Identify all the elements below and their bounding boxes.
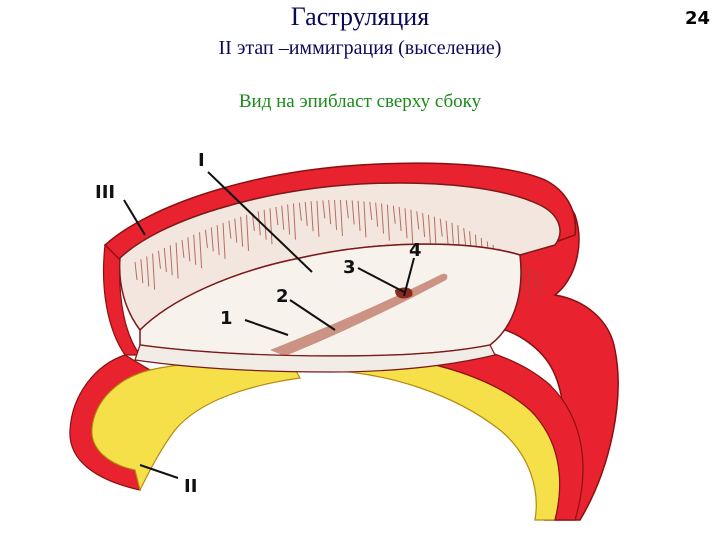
texture-stroke: [439, 218, 443, 237]
leader-3: [357, 267, 405, 293]
texture-stroke: [281, 205, 285, 230]
texture-stroke: [416, 211, 420, 230]
texture-stroke: [181, 239, 185, 258]
texture-stroke: [316, 200, 320, 237]
texture-stroke: [539, 273, 543, 299]
slide-subtitle: II этап –иммиграция (выселение): [218, 37, 502, 59]
texture-stroke: [328, 200, 332, 225]
texture-stroke: [345, 200, 349, 219]
texture-stroke: [334, 199, 338, 231]
texture-stroke: [157, 250, 161, 269]
texture-stroke: [210, 227, 214, 252]
texture-stroke: [216, 225, 220, 256]
outer-layer-right: [504, 194, 619, 521]
texture-stroke: [175, 242, 179, 279]
texture-stroke: [199, 232, 203, 269]
texture-stroke: [533, 270, 537, 289]
texture-stroke: [463, 228, 467, 247]
leader-lines: [123, 171, 415, 479]
leader-III: [123, 199, 146, 236]
texture-stroke: [351, 200, 355, 225]
texture-stroke: [257, 211, 261, 236]
texture-stroke: [263, 209, 267, 240]
texture-stroke: [339, 199, 343, 237]
texture-stroke: [386, 204, 390, 241]
leader-4: [403, 257, 415, 297]
texture-stroke: [275, 206, 279, 226]
texture-stroke: [193, 234, 197, 265]
texture-stroke: [310, 201, 314, 232]
texture-stroke: [287, 204, 291, 235]
leader-I: [207, 171, 313, 273]
label-III: III: [95, 182, 115, 203]
texture-stroke: [375, 202, 379, 227]
texture-stroke: [422, 212, 426, 238]
texture-stroke: [298, 202, 302, 221]
texture-stroke: [363, 201, 367, 238]
slide-title: Гаструляция: [290, 2, 430, 31]
texture-stroke: [445, 220, 449, 245]
front-cut-edge: [134, 344, 496, 373]
texture-stroke: [404, 208, 408, 239]
texture-stroke: [381, 203, 385, 234]
leader-II: [139, 464, 179, 479]
leader-1: [244, 319, 289, 336]
texture-stroke: [392, 205, 396, 224]
label-I: I: [198, 150, 205, 171]
texture-stroke: [146, 256, 150, 287]
texture-stroke: [527, 266, 531, 303]
texture-stroke: [222, 222, 226, 259]
label-1: 1: [220, 308, 233, 329]
texture-stroke: [204, 229, 208, 248]
label-2: 2: [276, 286, 289, 307]
label-3: 3: [343, 257, 356, 278]
texture-stroke: [140, 259, 144, 284]
leader-2: [289, 299, 336, 331]
label-II: II: [184, 476, 197, 497]
texture-stroke: [322, 200, 326, 219]
texture-stroke: [269, 208, 273, 245]
texture-stroke: [357, 200, 361, 231]
texture-stroke: [246, 214, 250, 251]
texture-stroke: [369, 201, 373, 220]
diagram-caption: Вид на эпибласт сверху сбоку: [238, 91, 482, 112]
texture-stroke: [398, 206, 402, 231]
texture-stroke: [304, 201, 308, 226]
label-4: 4: [409, 240, 422, 261]
texture-stroke: [427, 214, 431, 245]
slide-number: 24: [684, 8, 710, 29]
texture-stroke: [152, 253, 156, 290]
texture-stroke: [228, 220, 232, 239]
texture-stroke: [521, 262, 525, 293]
texture-stroke: [234, 218, 238, 243]
texture-stroke: [187, 237, 191, 262]
texture-stroke: [292, 203, 296, 240]
texture-stroke: [134, 261, 138, 281]
texture-stroke: [163, 247, 167, 273]
texture-stroke: [410, 209, 414, 246]
texture-stroke: [169, 245, 173, 276]
texture-stroke: [240, 216, 244, 247]
